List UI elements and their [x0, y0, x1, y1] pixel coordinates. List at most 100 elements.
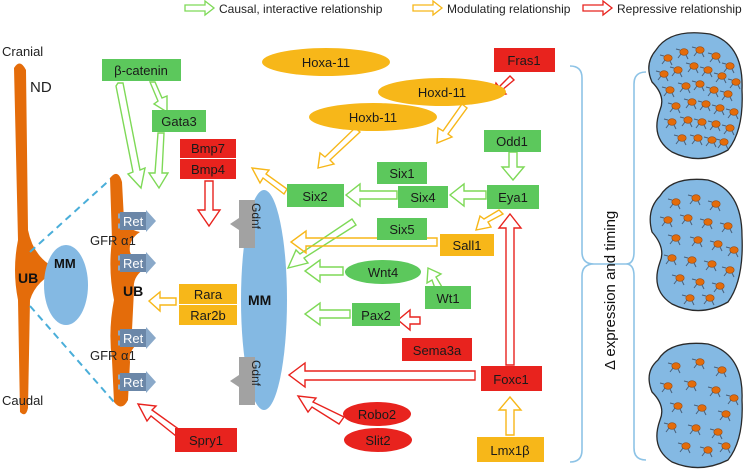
node-hoxa11-label: Hoxa-11: [302, 55, 350, 70]
arrow-gata3-to-ub: [147, 132, 170, 190]
cranial-label: Cranial: [2, 44, 43, 59]
brace-shape: [569, 65, 595, 463]
ret-label-2: Ret: [123, 256, 144, 271]
zoom-line-bottom: [29, 305, 115, 403]
node-eya1: [487, 185, 539, 209]
node-lmx1b-label: Lmx1β: [490, 443, 529, 458]
zoom-line-top: [29, 175, 115, 253]
ret-label-4: Ret: [123, 375, 144, 390]
node-slit2: [344, 428, 412, 452]
node-bmp4: [180, 159, 236, 179]
node-pax2: [352, 303, 400, 326]
expression-brace: Δ expression and timing: [569, 65, 647, 463]
node-lmx1b: [477, 437, 544, 462]
node-pax2-label: Pax2: [361, 308, 391, 323]
node-beta-catenin: [102, 59, 181, 81]
node-robo2-label: Robo2: [358, 407, 396, 422]
gfr-label-top: GFR α1: [90, 233, 136, 248]
node-fras1-label: Fras1: [507, 53, 540, 68]
node-six4-label: Six4: [410, 190, 435, 205]
ureteric-bud-shape: [110, 173, 146, 407]
node-six4: [398, 186, 448, 208]
mm-left-shape: [44, 245, 88, 325]
node-sall1: [440, 234, 494, 256]
node-fras1: [494, 48, 555, 72]
arrow-foxc1-to-eya1: [497, 212, 523, 366]
node-wnt4: [345, 260, 421, 284]
node-spry1: [175, 428, 237, 452]
legend-modulating-label: Modulating relationship: [447, 2, 571, 16]
gdnf-label-bottom: Gdnf: [249, 360, 263, 387]
node-rara-label: Rara: [194, 287, 223, 302]
ret-label-1: Ret: [123, 214, 144, 229]
node-robo2: [343, 402, 411, 426]
node-rar2b: [179, 305, 237, 325]
ret-receptor-3: Ret: [118, 327, 156, 349]
node-spry1-label: Spry1: [189, 433, 223, 448]
nd-label: ND: [30, 79, 52, 96]
node-bmp7-label: Bmp7: [191, 141, 225, 156]
legend-repressive-label: Repressive relationship: [617, 2, 742, 16]
arrow-odd1-to-eya1: [500, 151, 526, 182]
node-hoxb11: [309, 103, 437, 131]
node-sema3a: [402, 338, 472, 361]
node-six5: [377, 218, 427, 240]
arrow-six4-to-six2: [344, 182, 398, 208]
arrow-sall1-to-mm: [289, 229, 438, 255]
caudal-label: Caudal: [2, 393, 43, 408]
arrow-hoxb11-to-six2: [317, 127, 362, 169]
node-six5-label: Six5: [389, 222, 414, 237]
legend-modulating-arrow-icon: [412, 0, 444, 17]
arrow-robo2-to-mm: [296, 395, 346, 425]
arrow-rara-to-ub: [147, 290, 177, 313]
node-six1-label: Six1: [389, 166, 414, 181]
node-foxc1-label: Foxc1: [493, 372, 528, 387]
arrow-foxc1-to-mm: [287, 361, 476, 389]
node-six1: [377, 162, 427, 184]
arrow-bmp4-to-mm: [196, 180, 222, 228]
node-gata3-label: Gata3: [161, 114, 196, 129]
node-beta-catenin-label: β-catenin: [114, 63, 168, 78]
gdnf-label-top: Gdnf: [249, 203, 263, 230]
mm-left-label: MM: [54, 256, 76, 271]
cell-blob-medium: [649, 178, 743, 312]
node-hoxb11-label: Hoxb-11: [349, 110, 397, 125]
ub-right-label: UB: [123, 283, 143, 299]
arrow-spry1-to-ub: [136, 403, 181, 438]
arrow-eya1-to-six4: [448, 182, 487, 208]
ret-label-3: Ret: [123, 331, 144, 346]
legend-causal-arrow-icon: [184, 0, 216, 17]
node-hoxa11: [262, 48, 390, 76]
node-six2: [287, 184, 344, 207]
node-hoxd11: [378, 78, 506, 106]
right-brace-shape: [625, 71, 647, 461]
node-bmp7: [180, 139, 236, 158]
node-wt1-label: Wt1: [436, 291, 459, 306]
gene-nodes: β-catenin Gata3 Six1 Six2 Six4 Six5 Odd1…: [102, 48, 555, 462]
node-sema3a-label: Sema3a: [413, 343, 462, 358]
arrow-betacatenin-to-ub: [115, 82, 146, 190]
ret-receptor-1: Ret: [118, 210, 156, 232]
node-odd1: [484, 130, 541, 152]
node-wt1: [425, 286, 471, 309]
arrow-six5-to-mm: [286, 218, 357, 270]
gfr-label-bottom: GFR α1: [90, 348, 136, 363]
node-rara: [179, 284, 237, 304]
arrow-sema3a-to-pax2: [396, 308, 421, 332]
node-foxc1: [481, 366, 542, 391]
node-hoxd11-label: Hoxd-11: [418, 85, 466, 100]
node-slit2-label: Slit2: [365, 433, 390, 448]
node-gata3: [152, 110, 206, 132]
ret-receptor-4: Ret: [118, 371, 156, 393]
arrow-six2-to-bmp: [250, 167, 288, 196]
cell-blob-sparse: [648, 342, 743, 469]
ub-left-label: UB: [18, 270, 38, 286]
metanephric-mesenchyme: MM Gdnf Gdnf: [230, 190, 287, 410]
ureteric-bud-enlarged: UB Ret GFR α1 Ret Ret GFR α1: [90, 173, 156, 407]
node-odd1-label: Odd1: [496, 134, 528, 149]
arrow-hoxd11-to-six4: [436, 102, 468, 145]
gdnf-receptor-bottom: Gdnf: [230, 357, 263, 405]
node-sall1-label: Sall1: [453, 238, 482, 253]
legend: Causal, interactive relationship Modulat…: [184, 0, 742, 17]
